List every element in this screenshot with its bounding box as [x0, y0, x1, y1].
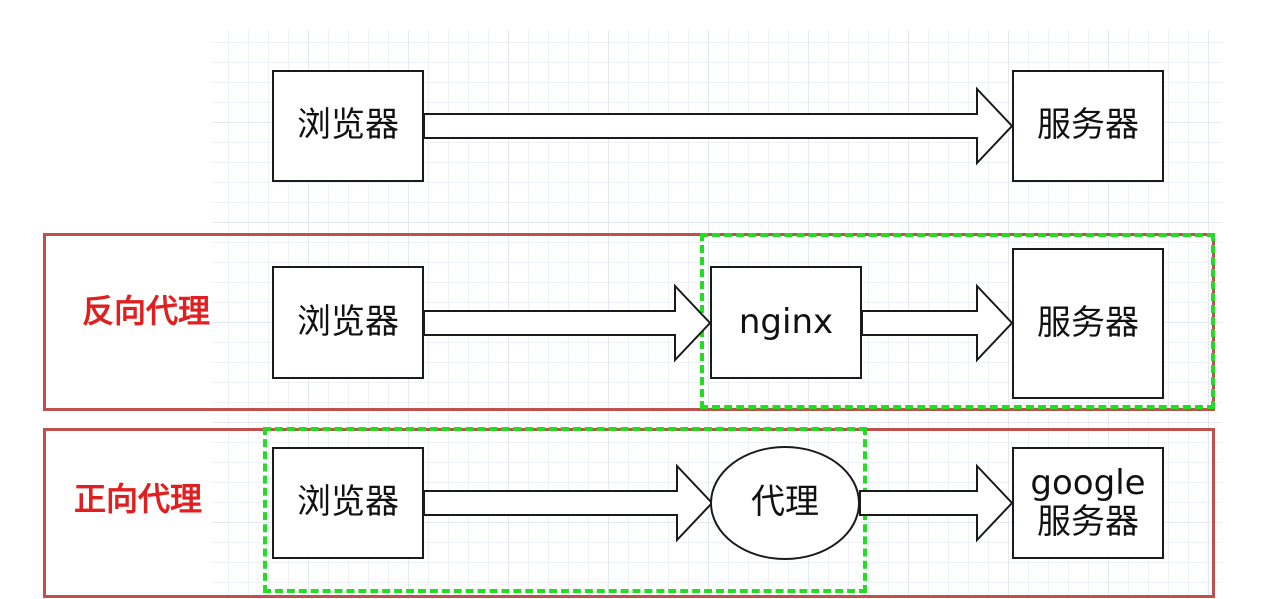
forward-browser-label: 浏览器: [297, 482, 399, 523]
forward-proxy-title: 正向代理: [74, 480, 203, 518]
proxy-label: 代理: [751, 482, 819, 523]
reverse-server-node: 服务器: [1012, 248, 1164, 399]
direct-browser-label: 浏览器: [297, 105, 399, 146]
direct-arrow-icon: [423, 86, 1014, 166]
reverse-browser-label: 浏览器: [297, 301, 399, 342]
reverse-proxy-title: 反向代理: [82, 292, 211, 330]
google-server-node: google 服务器: [1012, 447, 1164, 559]
google-server-line1: google: [1030, 462, 1146, 503]
nginx-node: nginx: [710, 266, 862, 379]
reverse-server-label: 服务器: [1037, 302, 1139, 343]
proxy-node: 代理: [710, 446, 860, 560]
reverse-browser-node: 浏览器: [272, 266, 424, 379]
direct-browser-node: 浏览器: [272, 70, 424, 182]
direct-server-node: 服务器: [1012, 70, 1164, 182]
direct-server-label: 服务器: [1037, 105, 1139, 146]
nginx-label: nginx: [738, 301, 834, 342]
forward-browser-node: 浏览器: [272, 447, 424, 559]
forward-arrow-1-icon: [423, 463, 714, 543]
forward-arrow-2-icon: [859, 463, 1014, 543]
reverse-arrow-2-icon: [861, 283, 1014, 363]
google-server-line2: 服务器: [1036, 502, 1139, 542]
reverse-arrow-1-icon: [423, 283, 712, 363]
google-server-text: google 服务器: [1030, 462, 1146, 542]
